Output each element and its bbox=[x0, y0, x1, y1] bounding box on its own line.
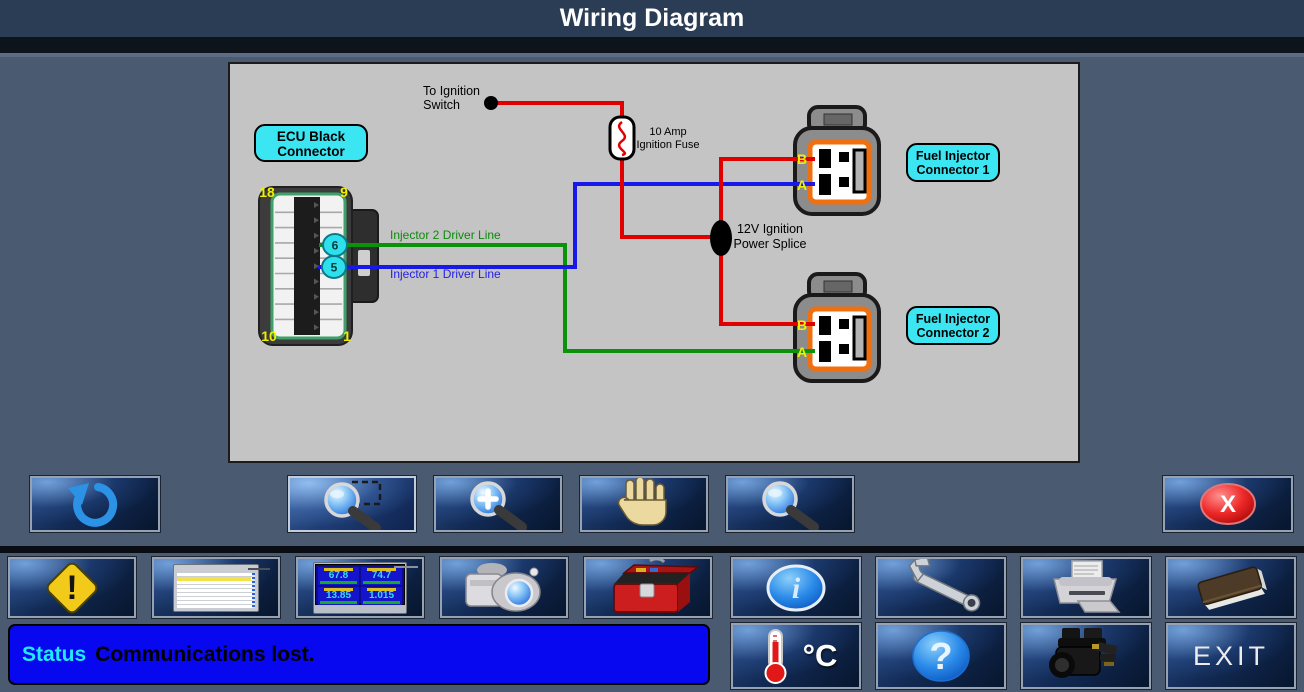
ecu-pin-1: 1 bbox=[343, 328, 351, 344]
question-icon: ? bbox=[912, 630, 970, 682]
connector-2-label-line2: Connector 2 bbox=[917, 326, 990, 340]
title-bar: Wiring Diagram bbox=[0, 0, 1304, 37]
status-bar: Status Communications lost. bbox=[8, 624, 710, 685]
book-icon bbox=[1197, 565, 1267, 610]
thermometer-icon bbox=[764, 629, 787, 684]
data-list-button[interactable] bbox=[151, 556, 281, 619]
connector-1-label-line1: Fuel Injector bbox=[916, 149, 990, 163]
ecu-pin-10: 10 bbox=[261, 328, 277, 344]
question-glyph: ? bbox=[929, 636, 952, 678]
exit-button[interactable]: EXIT bbox=[1165, 622, 1297, 690]
main-area: 6 5 ECU Black Connector Fuel Injector Co… bbox=[0, 53, 1304, 546]
ecu-label-line1: ECU Black bbox=[277, 129, 346, 144]
zoom-select-icon bbox=[324, 480, 382, 530]
splice-label-line2: Power Splice bbox=[734, 237, 807, 251]
help-button[interactable]: ? bbox=[875, 622, 1007, 690]
zoom-select-button[interactable] bbox=[287, 475, 417, 533]
ecu-label-line2: Connector bbox=[277, 144, 345, 159]
info-glyph: i bbox=[792, 572, 801, 605]
zoom-in-button[interactable] bbox=[433, 475, 563, 533]
connector-2-pin-b: B bbox=[797, 317, 807, 333]
fuse-label-line1: 10 Amp bbox=[649, 126, 686, 138]
info-icon: i bbox=[766, 564, 826, 611]
connector-2-label: Fuel Injector Connector 2 bbox=[906, 306, 1000, 345]
fuel-injector-connector-2 bbox=[793, 272, 881, 383]
ecu-pin-5: 5 bbox=[321, 255, 347, 279]
splice-label-line1: 12V Ignition bbox=[737, 222, 803, 236]
injector-1-wire bbox=[318, 182, 815, 269]
warning-glyph: ! bbox=[66, 569, 77, 607]
zoom-out-button[interactable] bbox=[725, 475, 855, 533]
printer-icon bbox=[1053, 559, 1121, 613]
close-x-glyph: X bbox=[1220, 491, 1236, 518]
info-button[interactable]: i bbox=[730, 556, 862, 619]
gauge-value-3: 13.85 bbox=[325, 589, 352, 601]
warnings-button[interactable]: ! bbox=[7, 556, 137, 619]
ecu-connector-label: ECU Black Connector bbox=[254, 124, 368, 162]
bottom-toolbar: ! 67.8 74.7 13.85 1.015 bbox=[0, 553, 1304, 692]
status-label: Status bbox=[22, 642, 87, 666]
pan-button[interactable] bbox=[579, 475, 709, 533]
connector-2-pin-a: A bbox=[797, 344, 807, 360]
bottom-divider bbox=[0, 546, 1304, 553]
gauge-value-2: 74.7 bbox=[371, 569, 392, 581]
injector-2-wire bbox=[319, 243, 815, 353]
print-button[interactable] bbox=[1020, 556, 1152, 619]
pan-hand-icon bbox=[617, 478, 667, 526]
pin-5-label: 5 bbox=[331, 261, 338, 275]
adjust-button[interactable] bbox=[875, 556, 1007, 619]
connector-1-label: Fuel Injector Connector 1 bbox=[906, 143, 1000, 182]
title-divider bbox=[0, 37, 1304, 53]
celsius-label: °C bbox=[802, 638, 838, 673]
undo-arrow-icon bbox=[68, 483, 118, 527]
close-x-icon: X bbox=[1200, 483, 1256, 525]
fuse-label-line2: Ignition Fuse bbox=[637, 139, 700, 151]
ignition-switch-label-line1: To Ignition bbox=[423, 84, 480, 98]
close-button[interactable]: X bbox=[1162, 475, 1294, 533]
zoom-out-icon bbox=[762, 481, 819, 530]
camera-icon bbox=[465, 562, 541, 612]
injector-2-wire-label: Injector 2 Driver Line bbox=[390, 228, 501, 242]
status-message: Communications lost. bbox=[95, 642, 315, 666]
pin-6-label: 6 bbox=[332, 239, 339, 253]
ignition-fuse bbox=[608, 115, 636, 161]
diagram-canvas[interactable]: 6 5 ECU Black Connector Fuel Injector Co… bbox=[228, 62, 1080, 463]
gauges-button[interactable]: 67.8 74.7 13.85 1.015 bbox=[295, 556, 425, 619]
power-splice-node bbox=[710, 220, 732, 256]
connector-1-label-line2: Connector 1 bbox=[917, 163, 990, 177]
connector-1-pin-b: B bbox=[797, 151, 807, 167]
ecu-pin-18: 18 bbox=[259, 184, 275, 200]
engine-button[interactable] bbox=[1020, 622, 1152, 690]
gauge-value-4: 1.015 bbox=[368, 589, 395, 601]
ignition-switch-label-line2: Switch bbox=[423, 98, 460, 112]
zoom-in-icon bbox=[470, 481, 527, 530]
fuel-injector-connector-1 bbox=[793, 105, 881, 216]
toolbox-button[interactable] bbox=[583, 556, 713, 619]
ecu-pin-9: 9 bbox=[340, 184, 348, 200]
snapshot-button[interactable] bbox=[439, 556, 569, 619]
ecu-connector bbox=[258, 186, 379, 346]
manual-button[interactable] bbox=[1165, 556, 1297, 619]
connector-1-pin-a: A bbox=[797, 177, 807, 193]
wrench-icon bbox=[908, 558, 981, 612]
ecu-pin-6: 6 bbox=[322, 233, 348, 257]
warning-diamond-icon: ! bbox=[46, 562, 98, 613]
units-button[interactable]: °C bbox=[730, 622, 862, 690]
connector-2-label-line1: Fuel Injector bbox=[916, 312, 990, 326]
injector-1-wire-label: Injector 1 Driver Line bbox=[390, 267, 501, 281]
gauge-value-1: 67.8 bbox=[328, 569, 349, 581]
toolbox-icon bbox=[613, 558, 701, 613]
data-list-icon bbox=[173, 563, 270, 612]
exit-label: EXIT bbox=[1192, 640, 1269, 671]
page-title: Wiring Diagram bbox=[559, 4, 745, 32]
back-button[interactable] bbox=[29, 475, 161, 533]
engine-icon bbox=[1049, 628, 1118, 678]
gauge-display-icon: 67.8 74.7 13.85 1.015 bbox=[313, 561, 418, 614]
wiring-diagram-drawing: 6 5 ECU Black Connector Fuel Injector Co… bbox=[254, 84, 1000, 383]
ignition-switch-node bbox=[484, 96, 498, 110]
